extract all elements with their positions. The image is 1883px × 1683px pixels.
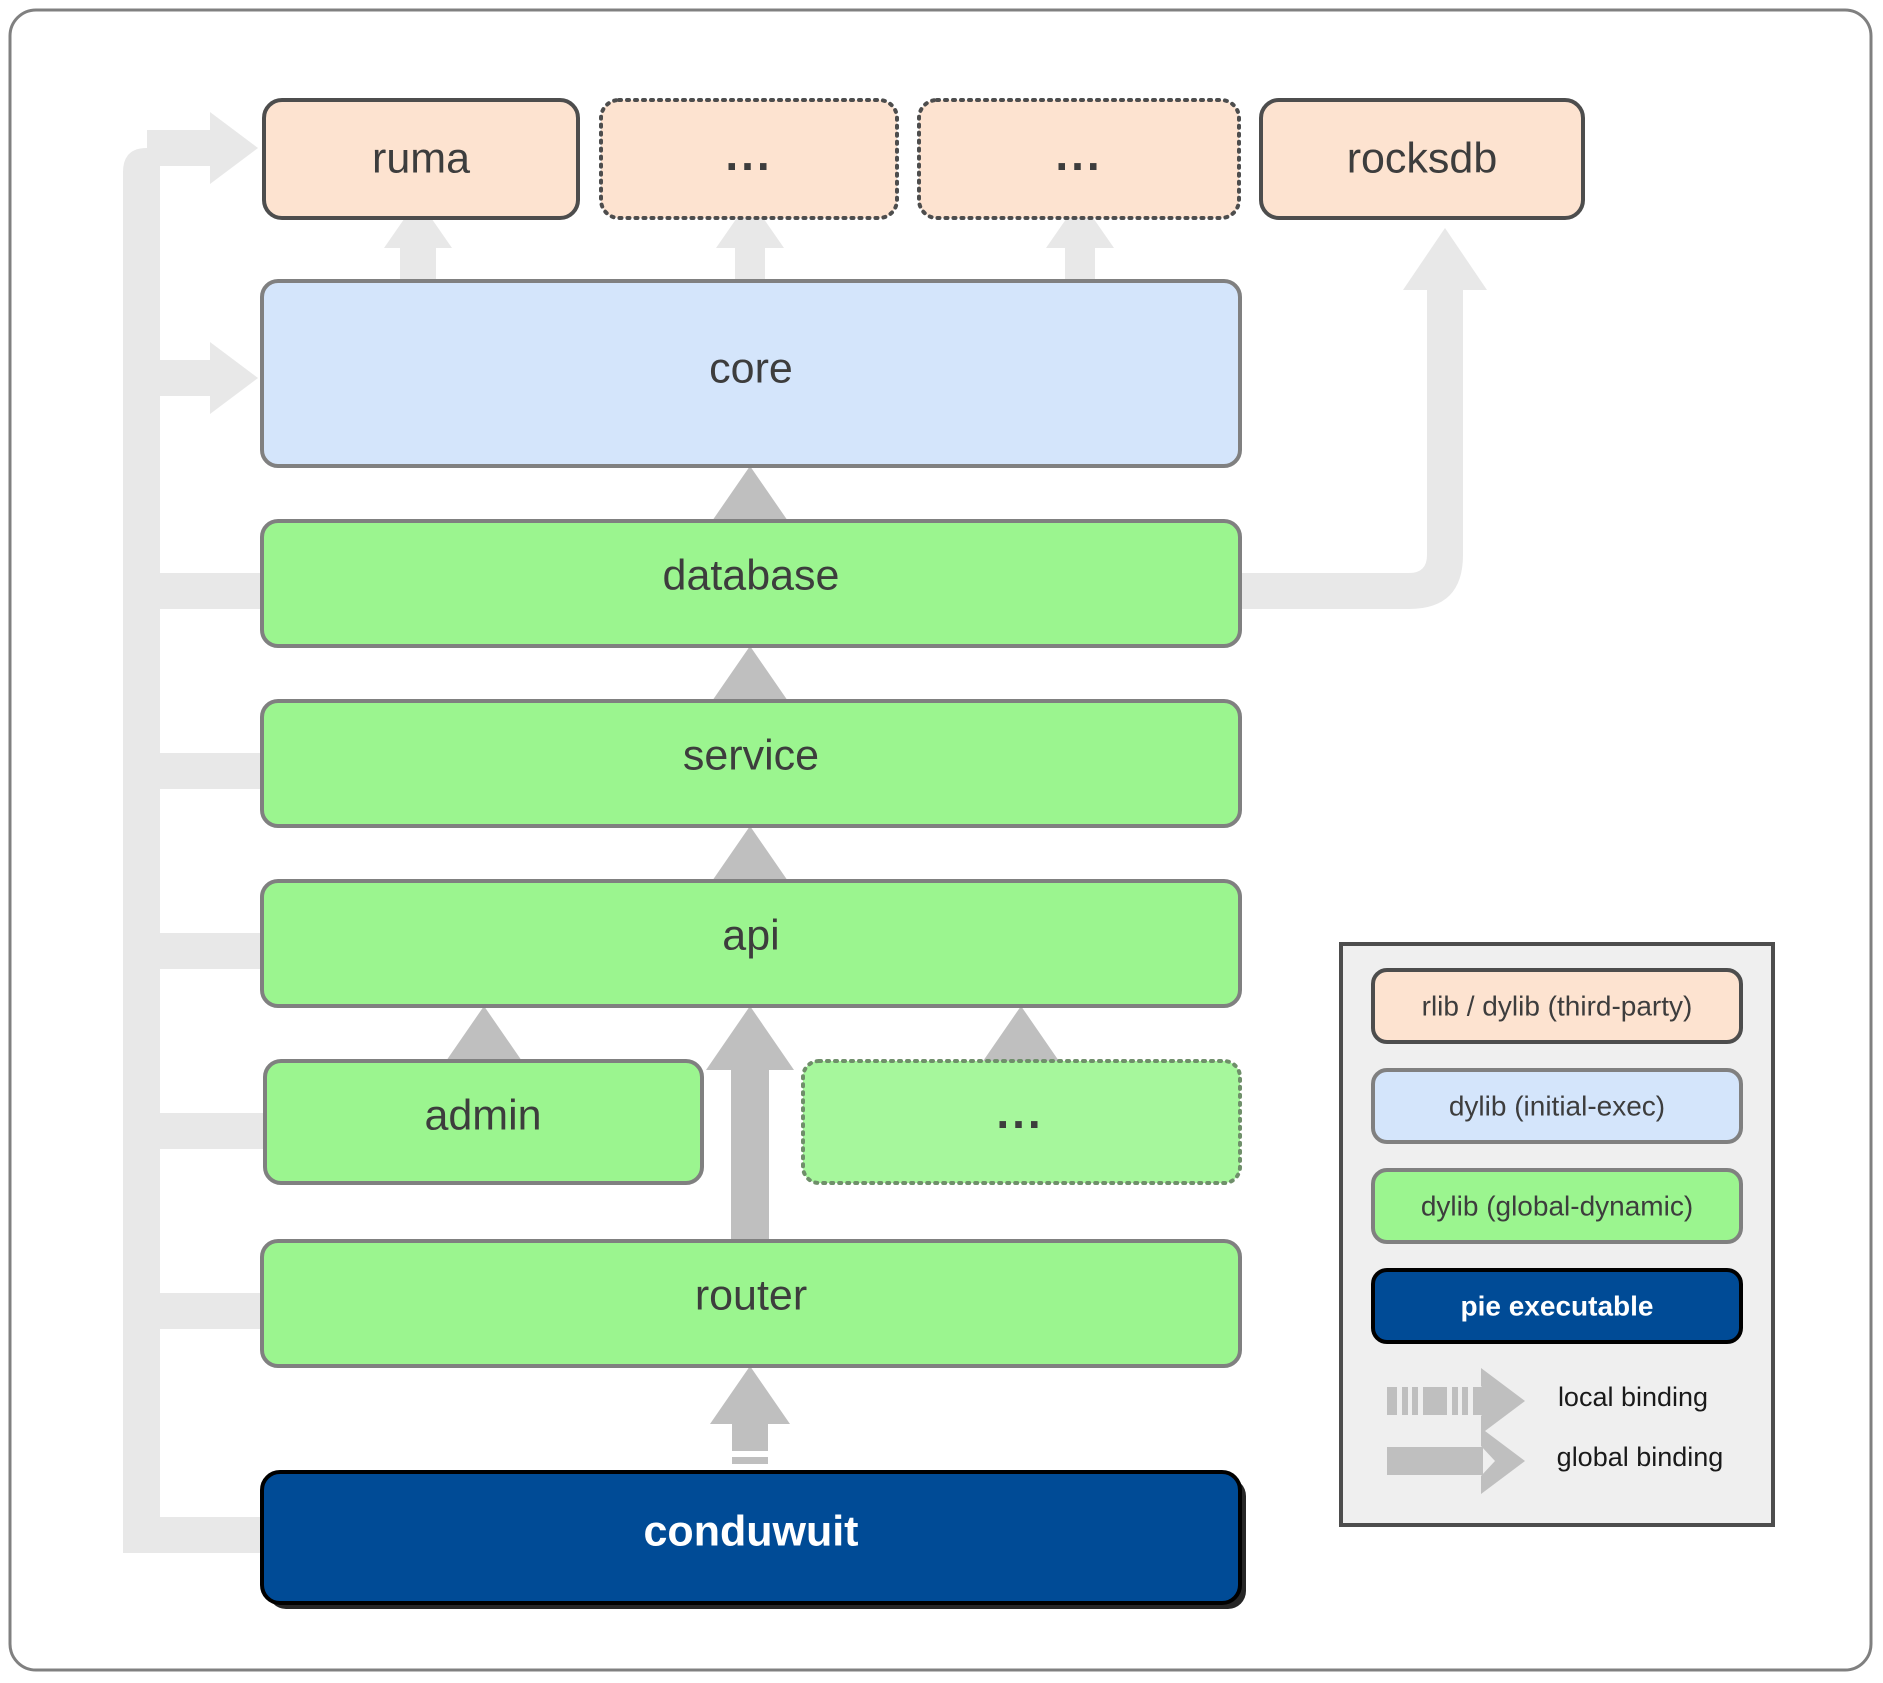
legend-binding-local: local binding <box>1387 1368 1708 1434</box>
legend-binding-global-label: global binding <box>1557 1442 1724 1472</box>
node-rocksdb[interactable]: rocksdb <box>1259 98 1585 220</box>
node-rocksdb-label: rocksdb <box>1347 134 1498 182</box>
node-router-label: router <box>695 1271 807 1319</box>
node-router[interactable]: router <box>260 1239 1242 1368</box>
legend-swatch-pie-executable-label: pie executable <box>1461 1290 1654 1321</box>
legend-swatch-third-party: rlib / dylib (third-party) <box>1371 968 1743 1044</box>
node-globaldynamic-ellipsis[interactable]: ... <box>801 1059 1242 1185</box>
database-to-rocksdb-binding <box>1240 228 1487 609</box>
node-database[interactable]: database <box>260 519 1242 648</box>
legend-swatch-global-dynamic: dylib (global-dynamic) <box>1371 1168 1743 1244</box>
node-thirdparty-ellipsis-2[interactable]: ... <box>917 98 1241 220</box>
node-ruma-label: ruma <box>372 134 470 182</box>
node-conduwuit-label: conduwuit <box>644 1507 859 1555</box>
legend-binding-local-label: local binding <box>1558 1382 1708 1412</box>
node-admin-label: admin <box>424 1091 541 1139</box>
legend-swatch-initial-exec: dylib (initial-exec) <box>1371 1068 1743 1144</box>
node-service-label: service <box>683 731 819 779</box>
node-core-label: core <box>709 344 793 392</box>
node-service[interactable]: service <box>260 699 1242 828</box>
legend-swatch-initial-exec-label: dylib (initial-exec) <box>1449 1090 1665 1121</box>
legend-swatch-global-dynamic-label: dylib (global-dynamic) <box>1421 1190 1693 1221</box>
legend-swatch-pie-executable: pie executable <box>1371 1268 1743 1344</box>
node-thirdparty-ellipsis-1[interactable]: ... <box>599 98 899 220</box>
node-thirdparty-ellipsis-2-label: ... <box>1055 128 1102 180</box>
node-admin[interactable]: admin <box>263 1059 704 1185</box>
legend-swatch-third-party-label: rlib / dylib (third-party) <box>1422 990 1693 1021</box>
node-database-label: database <box>663 551 840 599</box>
node-thirdparty-ellipsis-1-label: ... <box>725 128 772 180</box>
core-to-thirdparty-arrows <box>384 199 1114 282</box>
node-core[interactable]: core <box>260 279 1242 468</box>
left-rail-global-bindings <box>123 112 268 1553</box>
stack-arrows <box>444 466 1061 1245</box>
node-api[interactable]: api <box>260 879 1242 1008</box>
node-api-label: api <box>722 911 779 959</box>
node-globaldynamic-ellipsis-label: ... <box>996 1086 1043 1138</box>
legend-binding-global: global binding <box>1387 1428 1723 1494</box>
node-conduwuit[interactable]: conduwuit <box>260 1470 1246 1609</box>
node-ruma[interactable]: ruma <box>262 98 580 220</box>
